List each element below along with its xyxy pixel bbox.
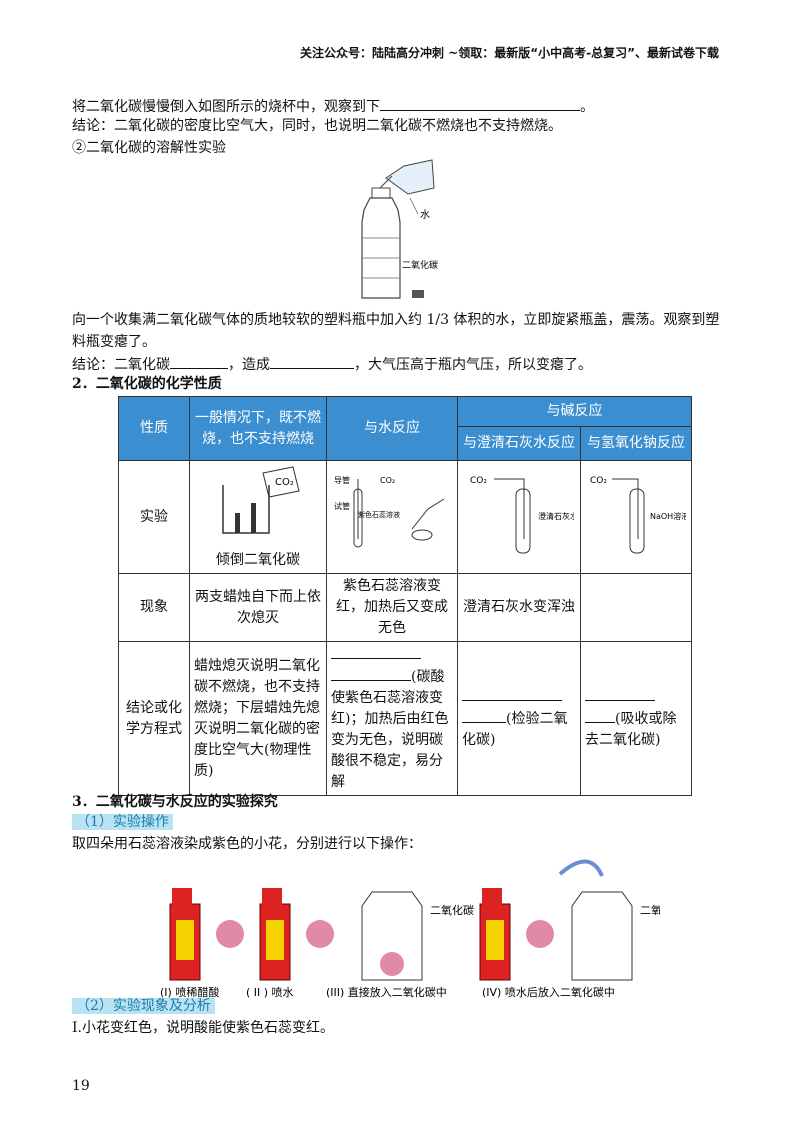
phen-limewater: 澄清石灰水变浑浊 — [457, 573, 581, 642]
limewater-tube-diagram: CO₂ 澄清石灰水 — [470, 476, 578, 553]
exp-limewater: CO₂ 澄清石灰水 — [457, 460, 581, 574]
header-naoh: 与氢氧化钠反应 — [580, 426, 692, 461]
header-limewater: 与澄清石灰水反应 — [457, 426, 581, 461]
blank — [270, 354, 354, 369]
exp-water: 导管 CO₂ 试管 紫色石蕊溶液 — [326, 460, 458, 574]
page-header: 关注公众号：陆陆高分冲刺 ~领取：最新版“小中高考-总复习”、最新试卷下载 — [300, 46, 719, 60]
caption-3: (III) 直接放入二氧化碳中 — [326, 985, 447, 999]
section-2-heading: 2．二氧化碳的化学性质 — [72, 376, 222, 392]
caption-1: (I) 喷稀醋酸 — [160, 985, 219, 999]
label: 导管 — [334, 475, 350, 485]
section-3-heading: 3．二氧化碳与水反应的实验探究 — [72, 794, 278, 810]
solubility-paragraph-2: 料瓶变瘪了。 — [72, 334, 156, 350]
phen-naoh — [580, 573, 692, 642]
phen-no-burn: 两支蜡烛自下而上依次熄灭 — [189, 573, 327, 642]
naoh-tube-diagram: CO₂ NaOH溶液 — [590, 476, 689, 553]
label: 紫色石蕊溶液 — [358, 510, 400, 519]
subheading-operation: （1）实验操作 — [72, 812, 173, 832]
row-phenomenon: 现象 — [118, 573, 190, 642]
arrow-icon — [558, 859, 604, 877]
beaker-candles-diagram: CO₂ — [222, 466, 300, 534]
flower-experiment-figure: 二氧化碳 二氧化碳 (I) 喷稀醋酸 ( II ) 喷水 (III) 直接放入二… — [160, 859, 660, 999]
label: CO₂ — [470, 476, 487, 486]
paragraph-pour-co2: 将二氧化碳慢慢倒入如图所示的烧杯中，观察到下。 — [72, 96, 594, 117]
caption-4: (IV) 喷水后放入二氧化碳中 — [482, 985, 615, 999]
jar-5: 二氧化碳 — [558, 859, 660, 981]
solubility-conclusion: 结论：二氧化碳，造成，大气压高于瓶内气压，所以变瘪了。 — [72, 354, 592, 375]
label: CO₂ — [380, 476, 395, 485]
blank — [380, 96, 580, 111]
label: 澄清石灰水 — [538, 511, 574, 521]
bottle-figure: 水 二氧化碳 — [361, 159, 438, 299]
concl-water: (碳酸使紫色石蕊溶液变红)；加热后由红色变为无色，说明碳酸很不稳定，易分解 — [326, 641, 458, 796]
water-label: 水 — [420, 209, 430, 221]
exp-caption: 倾倒二氧化碳 — [216, 552, 300, 568]
header-base: 与碱反应 — [457, 396, 692, 427]
exp-naoh: CO₂ NaOH溶液 — [580, 460, 692, 574]
page-number: 19 — [72, 1078, 90, 1094]
header-water: 与水反应 — [326, 396, 458, 461]
flowers-intro: 取四朵用石蕊溶液染成紫色的小花，分别进行以下操作： — [72, 836, 422, 852]
spray-bottle-1 — [169, 888, 244, 981]
solubility-heading: ②二氧化碳的溶解性实验 — [72, 140, 226, 156]
conclusion-density: 结论：二氧化碳的密度比空气大，同时，也说明二氧化碳不燃烧也不支持燃烧。 — [72, 118, 562, 134]
header-property: 性质 — [118, 396, 190, 461]
litmus-tube-diagram: 导管 CO₂ 试管 紫色石蕊溶液 — [334, 475, 445, 547]
co2-label: 二氧化碳 — [430, 903, 474, 917]
spray-bottle-4 — [479, 888, 554, 981]
label: NaOH溶液 — [650, 511, 686, 521]
concl-no-burn: 蜡烛熄灭说明二氧化碳不燃烧，也不支持燃烧；下层蜡烛先熄灭说明二氧化碳的密度比空气… — [189, 641, 327, 796]
co2-label: CO₂ — [275, 477, 294, 488]
caption-2: ( II ) 喷水 — [246, 986, 294, 999]
blank — [170, 354, 228, 369]
subheading-analysis: （2）实验现象及分析 — [72, 996, 215, 1016]
co2-label: 二氧化碳 — [402, 259, 438, 271]
row-conclusion: 结论或化学方程式 — [118, 641, 190, 796]
header-no-burn: 一般情况下，既不燃烧，也不支持燃烧 — [189, 396, 327, 461]
concl-limewater: (检验二氧化碳) — [457, 641, 581, 796]
concl-naoh: (吸收或除去二氧化碳) — [580, 641, 692, 796]
chemical-properties-table: 性质 一般情况下，既不燃烧，也不支持燃烧 与水反应 与碱反应 与澄清石灰水反应 … — [118, 396, 692, 796]
exp-pour: CO₂ 倾倒二氧化碳 — [189, 460, 327, 574]
co2-label: 二氧化碳 — [640, 903, 660, 917]
label: 试管 — [334, 501, 350, 511]
label: CO₂ — [590, 476, 607, 486]
phen-water: 紫色石蕊溶液变红，加热后又变成无色 — [326, 573, 458, 642]
jar-3: 二氧化碳 — [361, 891, 474, 981]
solubility-paragraph-1: 向一个收集满二氧化碳气体的质地较软的塑料瓶中加入约 1/3 体积的水，立即旋紧瓶… — [72, 312, 720, 328]
analysis-1: I.小花变红色，说明酸能使紫色石蕊变红。 — [72, 1020, 334, 1036]
row-experiment: 实验 — [118, 460, 190, 574]
spray-bottle-2 — [259, 888, 334, 981]
